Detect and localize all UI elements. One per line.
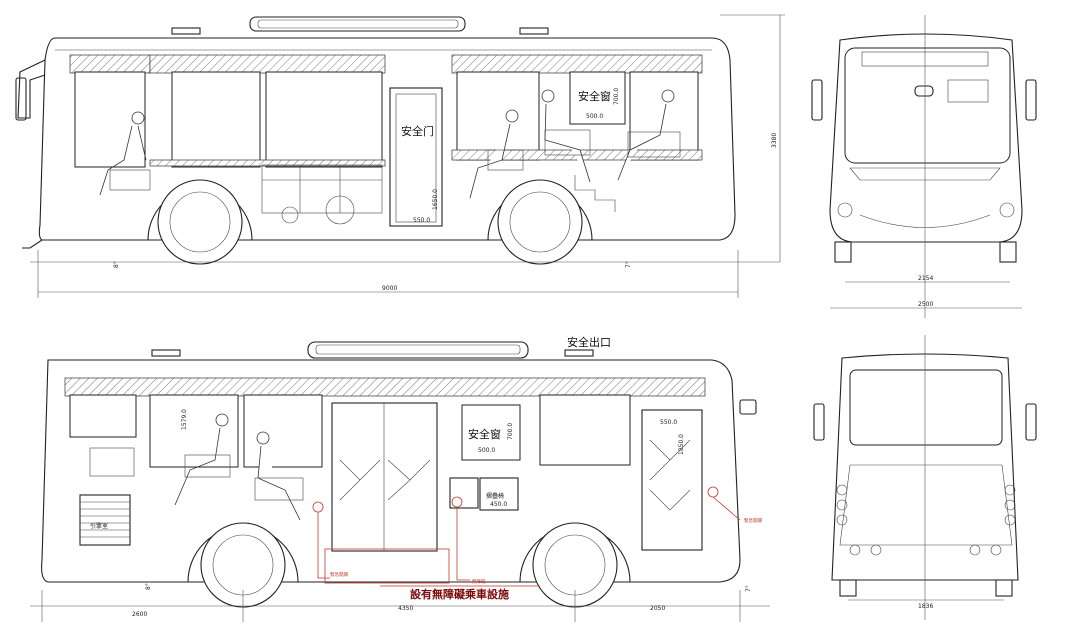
accessible-marker: [451, 496, 463, 508]
safety-door-label: 安全门: [401, 124, 434, 138]
svg-text:2600: 2600: [132, 611, 147, 618]
wheelchair-wheel: [325, 195, 355, 225]
window: [69, 394, 137, 438]
headlight: [999, 202, 1015, 218]
side-mirror: [813, 403, 825, 441]
passenger-figure: [254, 431, 304, 521]
svg-text:安全窗: 安全窗: [468, 427, 501, 441]
rear-wheel: [497, 179, 583, 265]
safety-exit-label: 安全出口: [567, 335, 611, 349]
window: [149, 394, 239, 468]
rear-view: 1836: [813, 335, 1037, 620]
svg-text:500.0: 500.0: [478, 447, 495, 454]
window: [539, 394, 631, 466]
svg-text:2050: 2050: [650, 605, 665, 612]
front-door: [641, 409, 703, 551]
headlight: [837, 202, 853, 218]
svg-text:緊急開關: 緊急開關: [744, 517, 762, 524]
folding-seat: [449, 477, 479, 509]
svg-text:安全窗: 安全窗: [578, 89, 611, 103]
side-mirror: [1025, 79, 1037, 121]
roof-hatch: [519, 27, 549, 35]
svg-text:1579.0: 1579.0: [181, 409, 188, 430]
svg-text:500.0: 500.0: [586, 113, 603, 120]
side-mirror: [1025, 403, 1037, 441]
window: [265, 71, 383, 168]
passenger-figure: [617, 89, 681, 181]
svg-text:700.0: 700.0: [613, 88, 620, 105]
roof-ac-unit: [249, 16, 466, 32]
safety-window: [569, 71, 626, 125]
svg-text:550.0: 550.0: [660, 419, 677, 426]
bus-body-outline: [41, 359, 741, 583]
safety-window: [461, 404, 521, 461]
svg-text:2500: 2500: [918, 301, 933, 308]
side-mirror: [739, 399, 757, 415]
side-mirror: [811, 79, 823, 121]
passenger-figure: [541, 89, 591, 183]
svg-text:8°: 8°: [145, 583, 152, 590]
dim-height: 3380: [771, 133, 778, 148]
svg-text:7°: 7°: [625, 261, 632, 268]
side-view-bottom: 安全出口 1579.0 引擎室 安全窗 500.0 700.0 550.0 18…: [30, 335, 770, 622]
accessible-facility-label: 設有無障礙乘車設施: [410, 587, 509, 601]
roof-hatch: [171, 27, 201, 35]
svg-text:700.0: 700.0: [507, 423, 514, 440]
passenger-figure: [469, 109, 524, 199]
svg-text:緊急開關: 緊急開關: [330, 571, 348, 578]
accessible-ramp-box: [324, 548, 450, 584]
dim-length: 9000: [382, 285, 397, 292]
svg-text:8°: 8°: [113, 261, 120, 268]
side-view-top: 安全门 550.0 1650.0 安全窗 500.0 700.0: [15, 14, 785, 298]
svg-text:摺疊椅: 摺疊椅: [486, 492, 504, 500]
window: [243, 394, 323, 468]
svg-text:550.0: 550.0: [413, 217, 430, 224]
svg-text:450.0: 450.0: [490, 501, 507, 508]
front-wheel: [157, 179, 243, 265]
svg-text:1650.0: 1650.0: [432, 189, 439, 210]
wheelchair-area: [261, 164, 383, 214]
svg-text:1836: 1836: [918, 603, 933, 610]
engine-grille: [79, 494, 131, 546]
roof-ac-unit: [307, 341, 529, 359]
side-mirror: [15, 77, 27, 121]
double-door: [331, 402, 438, 552]
driver-figure: [99, 111, 151, 196]
rear-window: [849, 369, 1003, 446]
emergency-switch-marker: [707, 486, 719, 498]
svg-text:2154: 2154: [918, 275, 933, 282]
svg-text:7°: 7°: [745, 585, 752, 592]
safety-door: [389, 87, 443, 227]
svg-text:4350: 4350: [398, 605, 413, 612]
window: [171, 71, 261, 168]
roof-hatch: [151, 349, 181, 357]
emergency-switch-marker: [312, 501, 324, 513]
front-view: 2154 2500: [811, 15, 1037, 318]
svg-text:引擎室: 引擎室: [90, 522, 108, 530]
roof-hatch: [564, 349, 594, 357]
passenger-figure: [174, 413, 231, 506]
bus-body-outline: [38, 37, 736, 241]
svg-text:無障礙: 無障礙: [472, 578, 486, 585]
windshield: [844, 47, 1011, 164]
svg-text:1850.0: 1850.0: [678, 434, 685, 455]
